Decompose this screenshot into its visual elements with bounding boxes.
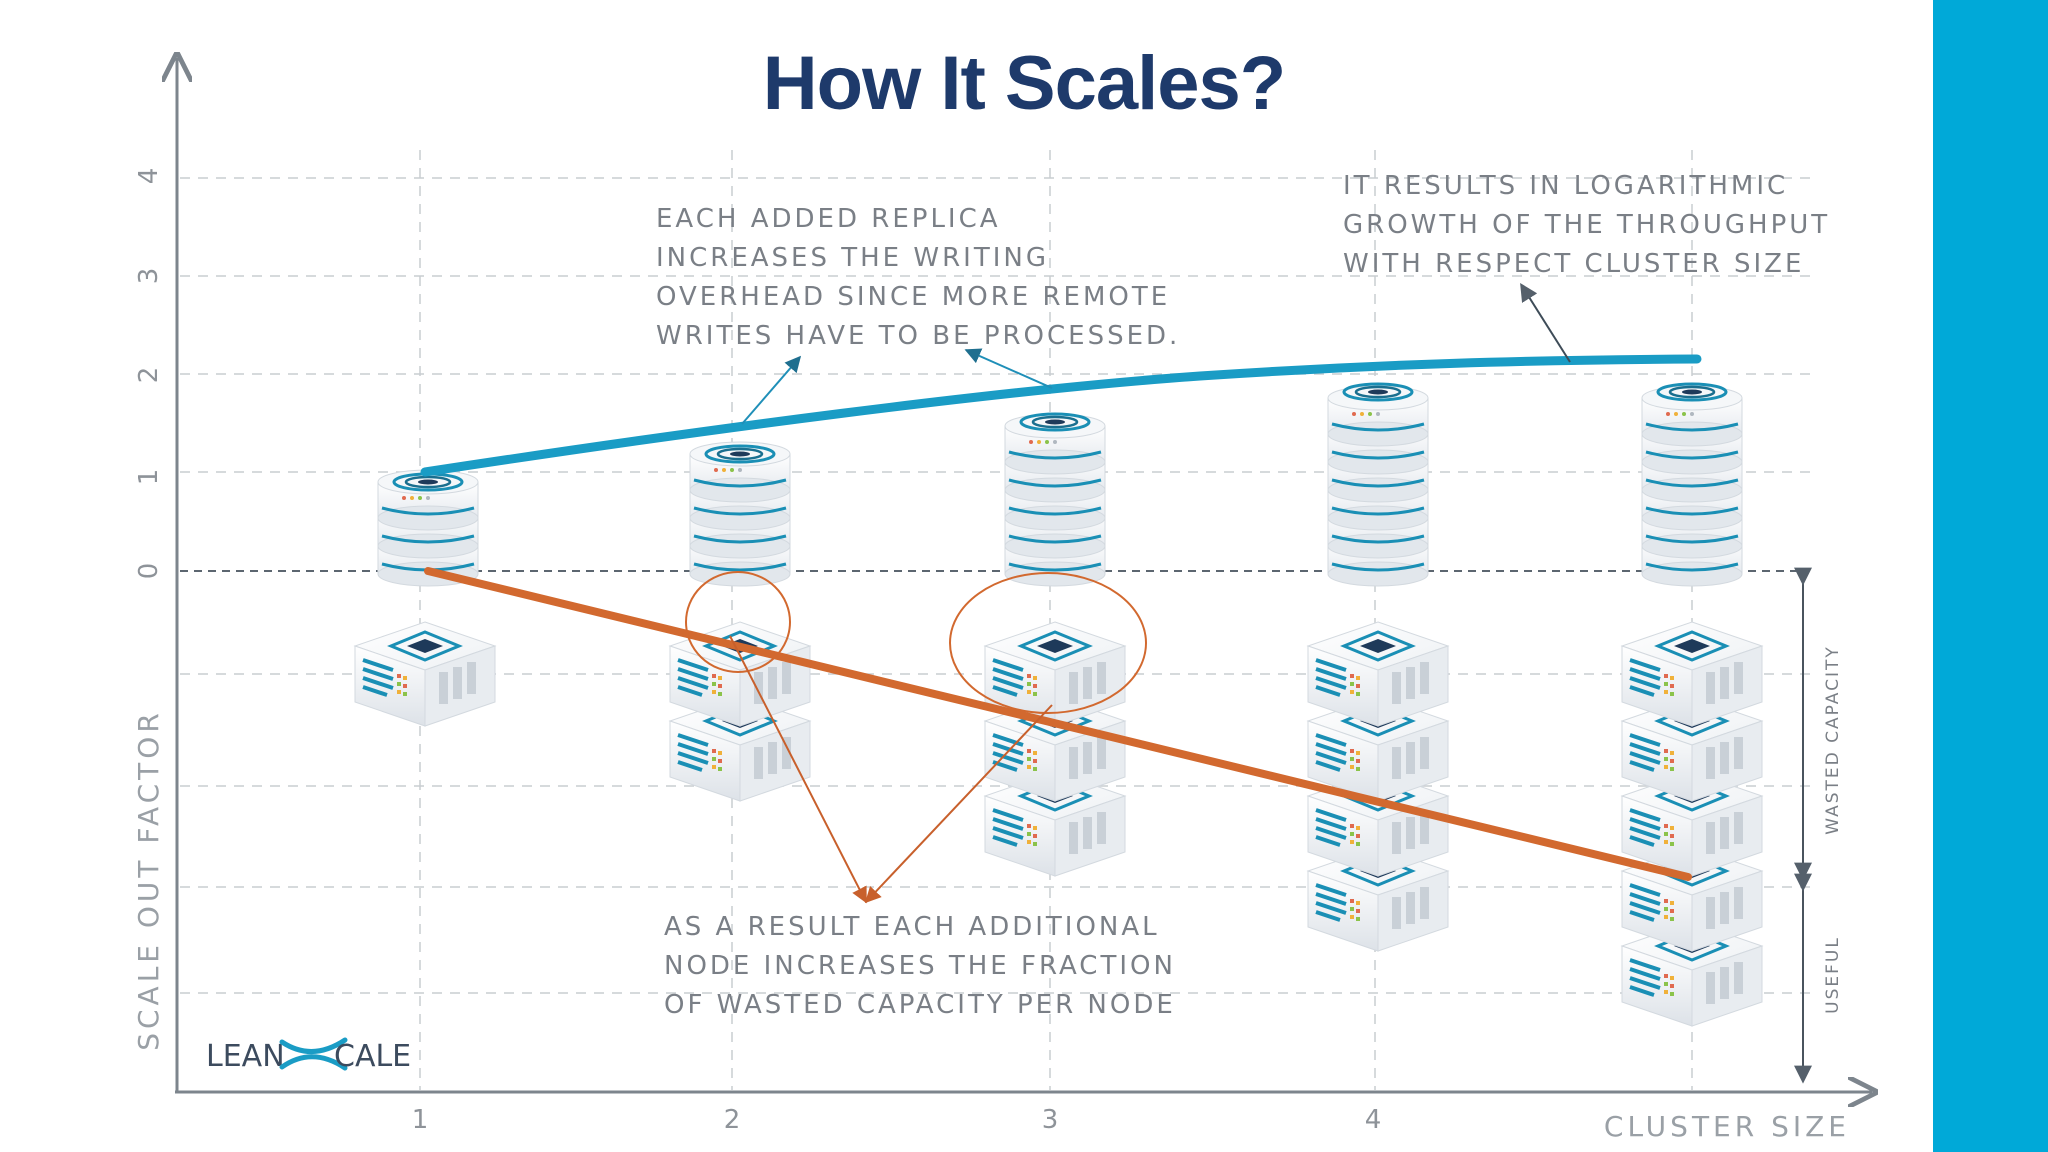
annotation-wasted-fraction: AS A RESULT EACH ADDITIONAL NODE INCREAS… [664,912,1176,1020]
annotation-line: EACH ADDED REPLICA [656,204,1001,234]
annotation-arrow [729,635,867,904]
wasted-capacity-label: WASTED CAPACITY [1823,645,1843,835]
wasted-capacity-bracket: WASTED CAPACITY [1794,567,1843,881]
annotation-line: INCREASES THE WRITING [656,243,1049,273]
y-tick-label: 0 [134,563,164,580]
db-stack-4 [1326,382,1430,588]
annotation-line: AS A RESULT EACH ADDITIONAL [664,912,1160,942]
scaling-diagram: How It Scales? 0 1 2 3 4 SCALE OUT FACTO… [132,41,1930,1143]
leanxcale-logo: LEAN CALE [206,1037,411,1074]
x-axis-label: CLUSTER SIZE [1604,1110,1850,1143]
annotation-line: WRITES HAVE TO BE PROCESSED. [656,321,1180,351]
annotation-line: IT RESULTS IN LOGARITHMIC [1343,171,1788,201]
logo-text-left: LEAN [206,1039,285,1074]
logo-text-right: CALE [334,1039,411,1074]
annotation-arrow [964,348,1053,389]
page-title: How It Scales? [763,41,1285,126]
annotation-line: WITH RESPECT CLUSTER SIZE [1343,249,1804,279]
annotation-line: NODE INCREASES THE FRACTION [664,951,1176,981]
accent-bar [1933,0,2048,1152]
y-tick-label: 3 [134,268,164,285]
x-tick-labels: 1 2 3 4 [412,1105,1382,1135]
db-stack-2 [688,440,792,588]
useful-label: USEFUL [1823,936,1843,1014]
wasted-capacity-line [424,567,1692,881]
annotation-arrow [1520,282,1571,363]
y-tick-label: 2 [134,367,164,384]
annotation-line: OVERHEAD SINCE MORE REMOTE [656,282,1170,312]
useful-bracket: USEFUL [1794,873,1843,1084]
annotation-log-growth: IT RESULTS IN LOGARITHMIC GROWTH OF THE … [1343,171,1830,279]
x-tick-label: 3 [1042,1105,1059,1135]
highlight-circle [685,571,791,673]
logo-x-icon [279,1037,348,1071]
db-stack-5 [1640,382,1744,588]
annotation-replica-overhead: EACH ADDED REPLICA INCREASES THE WRITING… [656,204,1180,351]
database-stacks [376,382,1744,588]
x-tick-label: 4 [1365,1105,1382,1135]
x-tick-label: 2 [724,1105,741,1135]
annotation-arrow [741,355,802,425]
annotation-line: GROWTH OF THE THROUGHPUT [1343,210,1830,240]
server-stack-1 [353,620,497,728]
y-tick-labels: 0 1 2 3 4 [134,168,164,580]
annotation-arrow [864,704,1053,904]
x-tick-label: 1 [412,1105,429,1135]
server-stack-5 [1620,620,1764,1028]
server-stack-3 [983,620,1127,878]
annotation-line: OF WASTED CAPACITY PER NODE [664,990,1176,1020]
throughput-curve [420,354,1702,477]
db-stack-3 [1003,412,1107,588]
y-tick-label: 4 [134,168,164,185]
highlight-circle [949,572,1147,714]
y-tick-label: 1 [134,469,164,486]
y-axis-label: SCALE OUT FACTOR [132,709,165,1051]
